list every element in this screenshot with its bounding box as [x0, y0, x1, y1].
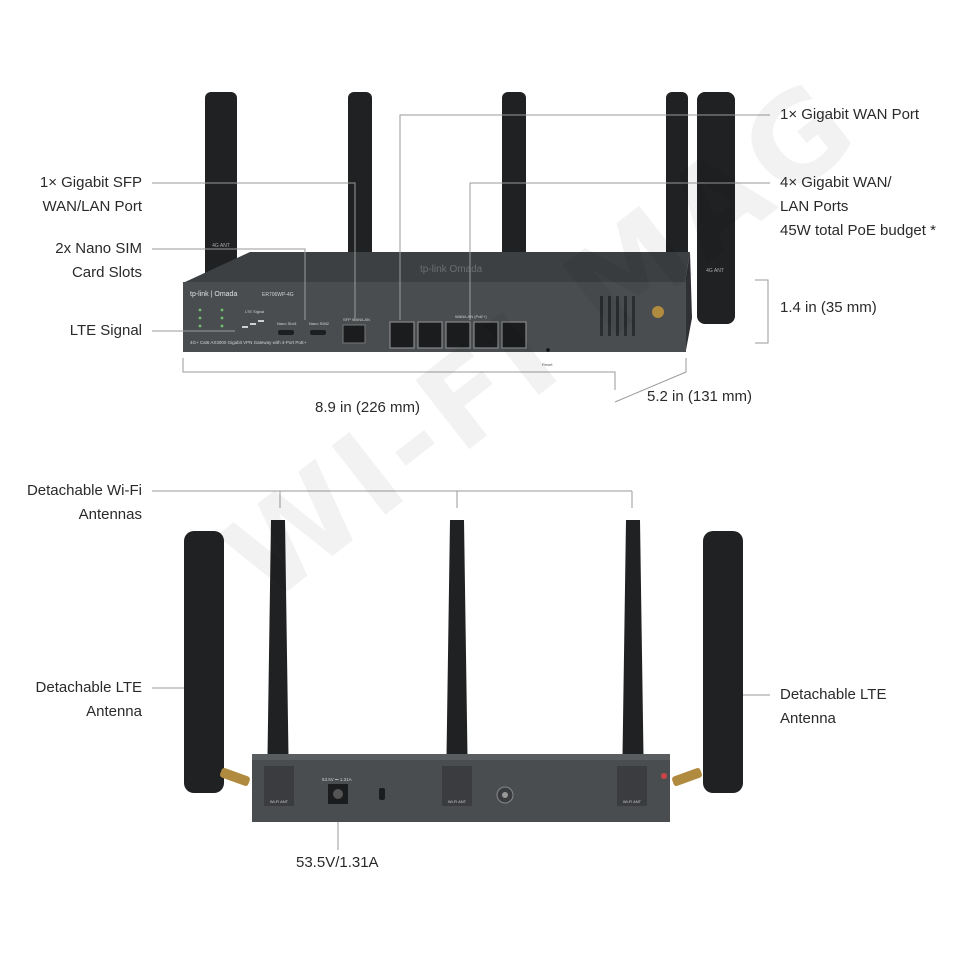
- sfp-label: 1× Gigabit SFP WAN/LAN Port: [40, 171, 142, 219]
- led-dot-rear: [661, 773, 667, 779]
- kensington-lock-slot: [379, 788, 385, 800]
- reset-button[interactable]: [546, 348, 550, 352]
- lte-right-line2: Antenna: [780, 710, 836, 727]
- wan-lan-poe-text: WAN/LAN (PoE+): [455, 314, 487, 319]
- lan-label-line3: 45W total PoE budget *: [780, 222, 936, 239]
- wifi-antenna-rear-1: [267, 520, 289, 790]
- height-label: 1.4 in (35 mm): [780, 299, 877, 316]
- front-antennas: [205, 92, 735, 324]
- lte-left-line2: Antenna: [86, 703, 142, 720]
- brand-text: tp-link | Omada: [190, 291, 237, 298]
- lte-signal-bars: [242, 320, 264, 328]
- subtitle-text: 4G+ Cat6 AX3000 Gigabit VPN Gateway with…: [190, 340, 307, 345]
- lan-label-line1: 4× Gigabit WAN/: [780, 174, 892, 191]
- sim-label-line2: Card Slots: [71, 264, 142, 281]
- width-label: 8.9 in (226 mm): [315, 399, 421, 416]
- wan-port[interactable]: [389, 321, 415, 349]
- sim-slot-1[interactable]: [278, 330, 294, 335]
- lte-connector-left: [220, 768, 250, 786]
- chassis-side: [685, 252, 692, 350]
- sim-label: 2x Nano SIM Card Slots: [55, 237, 142, 285]
- lte-antenna-front-right: [697, 92, 735, 324]
- depth-label: 5.2 in (131 mm): [647, 388, 753, 405]
- power-label: 53.5V/1.31A: [296, 854, 379, 871]
- front-callouts: [152, 114, 770, 403]
- top-logo: tp-link Omada: [420, 264, 483, 275]
- lte-antenna-front-left: [205, 92, 237, 282]
- ant-4g-text-right: 4G ANT: [706, 268, 724, 274]
- sim-slot-2[interactable]: [310, 330, 326, 335]
- chassis-top: [185, 252, 690, 282]
- rj45-ports: [389, 321, 527, 349]
- wan-port-label: 1× Gigabit WAN Port: [780, 106, 920, 123]
- lte-antenna-rear-left: [184, 531, 224, 793]
- lte-connector-right: [672, 768, 702, 786]
- lan-label-line2: LAN Ports: [780, 198, 849, 215]
- wifi-antenna-rear-2: [446, 520, 468, 790]
- model-text: ER706WP-4G: [262, 292, 294, 298]
- sim-label-line1: 2x Nano SIM: [55, 240, 142, 257]
- lte-signal-label: LTE Signal: [69, 322, 142, 339]
- reset-text: Reset: [542, 362, 553, 367]
- wifi-ant-mount-1: [264, 766, 294, 806]
- wifi-antenna-rear-3: [622, 520, 644, 790]
- sim2-text: Nano SIM2: [309, 321, 330, 326]
- rear-chassis-edge: [252, 754, 670, 760]
- wifi-ant-text-3: Wi-Fi ANT: [623, 799, 642, 804]
- power-rating-text: 53.5V ⎓ 1.31A: [322, 777, 352, 782]
- lan-port-3[interactable]: [445, 321, 471, 349]
- wifi-antenna-front-2: [502, 92, 526, 267]
- sfp-port[interactable]: [342, 324, 366, 344]
- lte-left-line1: Detachable LTE: [35, 679, 142, 696]
- wifi-antenna-front-1: [348, 92, 372, 267]
- lan-port-4[interactable]: [473, 321, 499, 349]
- wifi-ant-text-2: Wi-Fi ANT: [448, 799, 467, 804]
- lte-antenna-right-label: Detachable LTE Antenna: [780, 683, 886, 731]
- lte-antenna-left-label: Detachable LTE Antenna: [36, 676, 142, 724]
- lan-port-5[interactable]: [501, 321, 527, 349]
- lan-port-2[interactable]: [417, 321, 443, 349]
- wifi-antennas-line2: Antennas: [78, 506, 142, 523]
- wifi-ant-text-1: Wi-Fi ANT: [270, 799, 289, 804]
- wifi-antennas-line1: Detachable Wi-Fi: [26, 482, 142, 499]
- wifi-antennas-label: Detachable Wi-Fi Antennas: [27, 479, 142, 527]
- status-leds: [198, 308, 224, 328]
- sfp-port-text: SFP WAN/LAN: [343, 317, 370, 322]
- wifi-antenna-front-3: [666, 92, 688, 267]
- sim1-text: Nano Slot1: [277, 321, 298, 326]
- wifi-ant-mount-2: [442, 766, 472, 806]
- lan-ports-label: 4× Gigabit WAN/ LAN Ports 45W total PoE …: [780, 171, 936, 243]
- lte-signal-led-text: LTE Signal: [245, 309, 264, 314]
- sfp-label-line2: WAN/LAN Port: [42, 198, 142, 215]
- ant-4g-text-left: 4G ANT: [212, 243, 230, 249]
- sfp-label-line1: 1× Gigabit SFP: [39, 174, 142, 191]
- lte-antenna-rear-right: [703, 531, 743, 793]
- ground-screw-center: [502, 792, 508, 798]
- wifi-ant-mount-3: [617, 766, 647, 806]
- lte-right-line1: Detachable LTE: [780, 686, 887, 703]
- power-jack-pin: [333, 789, 343, 799]
- vents: [600, 296, 635, 336]
- antenna-connector: [652, 306, 664, 318]
